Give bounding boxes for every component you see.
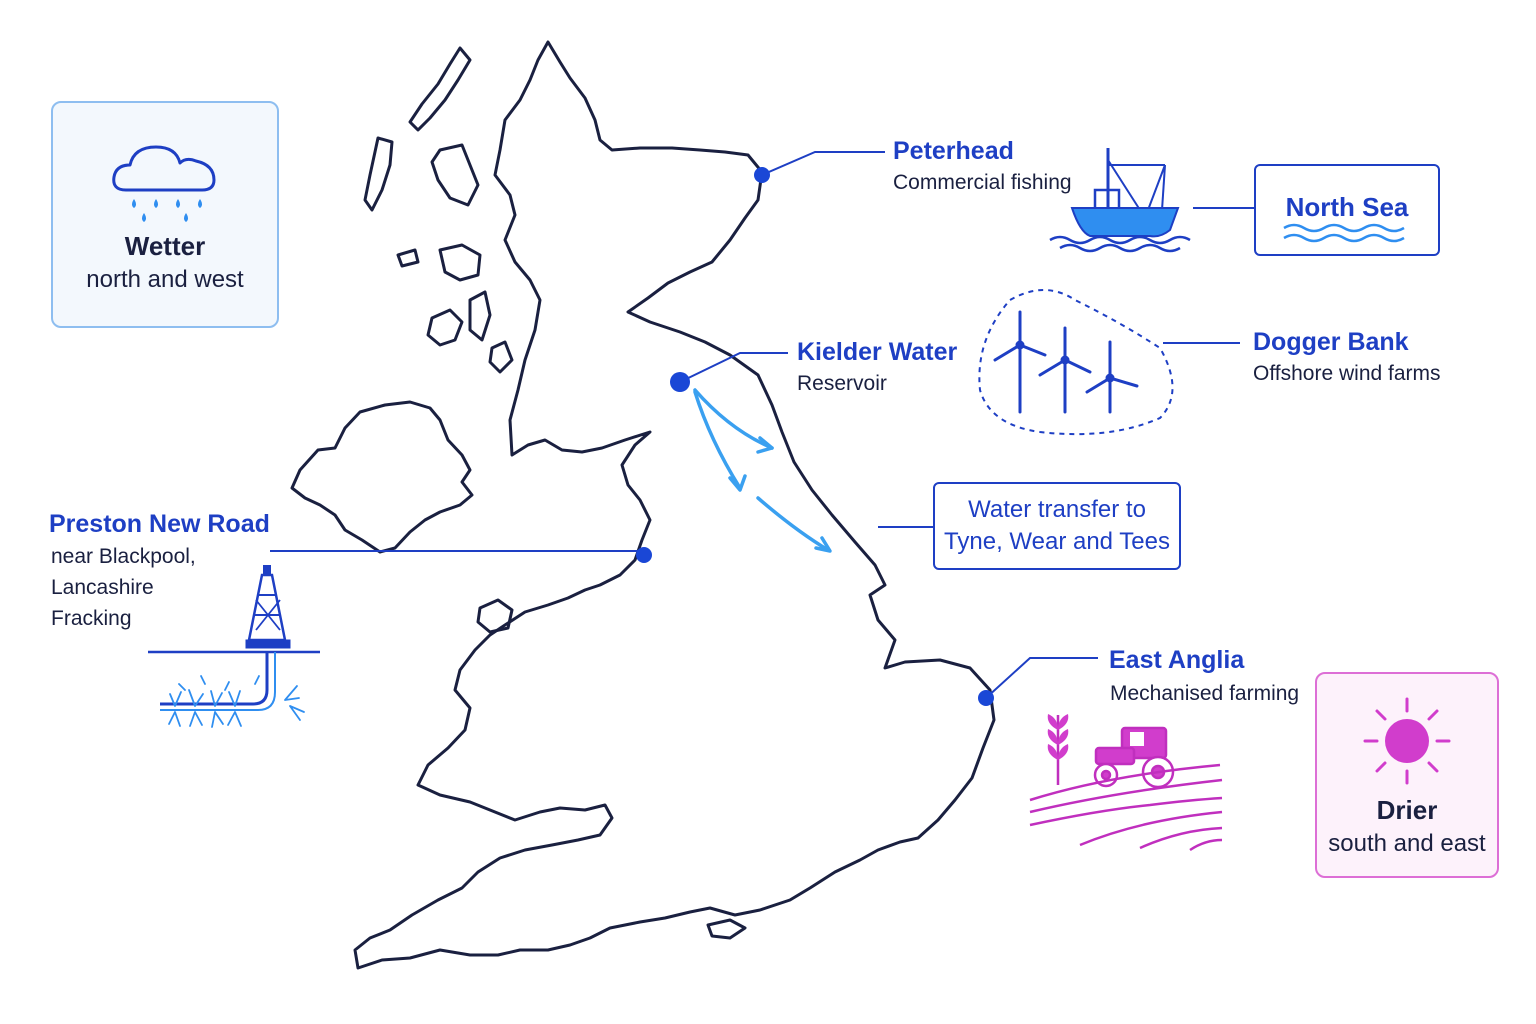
water-transfer-line1: Water transfer to [968,496,1146,523]
drier-subtitle: south and east [1328,829,1486,857]
wind-turbine-icon [993,310,1139,414]
mull-outline [438,243,482,282]
wetter-subtitle: north and west [86,266,244,293]
peterhead-label: Peterhead [893,137,1014,165]
kielder-label: Kielder Water [797,338,958,366]
east-anglia-label: East Anglia [1109,646,1245,674]
east-anglia-marker [978,690,994,706]
leader-lines [270,151,1254,699]
preston-desc-1: near Blackpool, [51,545,196,568]
water-transfer-line2: Tyne, Wear and Tees [944,528,1170,555]
north-sea-box: North Sea [1254,164,1440,256]
waves-icon [1283,223,1405,243]
drilling-rig-icon [148,565,320,711]
isle-of-wight-outline [706,918,747,940]
water-transfer-box: Water transfer to Tyne, Wear and Tees [933,482,1181,570]
wetter-title: Wetter [124,231,206,261]
fracture-lines-icon [168,675,305,728]
anglesey-outline [476,598,514,634]
tiree-outline [396,248,420,268]
tractor-icon [1029,714,1223,852]
drier-title: Drier [1376,794,1438,825]
fishing-boat-icon [1049,148,1191,253]
skye-outline [430,143,480,207]
uist-outline [363,136,394,212]
northern-ireland-outline [290,400,474,554]
peterhead-marker [754,167,770,183]
kielder-marker [670,372,690,392]
wetter-region-box: Wetter north and west [51,101,279,328]
sun-icon [1363,697,1451,784]
dogger-bank-desc: Offshore wind farms [1253,362,1441,385]
outer-hebrides-outline [408,46,472,132]
preston-desc-2: Lancashire [51,576,154,599]
dogger-bank-outline [978,289,1174,436]
east-anglia-desc: Mechanised farming [1110,682,1300,705]
preston-desc-3: Fracking [51,607,132,630]
location-markers [636,167,994,706]
kielder-desc: Reservoir [797,372,887,395]
preston-marker [636,547,652,563]
water-transfer-arrows [693,388,832,553]
rain-cloud-icon [112,145,216,222]
drier-region-box: Drier south and east [1315,672,1499,878]
north-sea-label: North Sea [1285,191,1409,222]
dogger-bank-label: Dogger Bank [1253,328,1409,356]
great-britain-outline [353,40,996,970]
islay-jura-outline [426,290,492,347]
preston-label: Preston New Road [49,510,270,538]
arran-outline [488,340,514,374]
peterhead-desc: Commercial fishing [893,171,1072,194]
